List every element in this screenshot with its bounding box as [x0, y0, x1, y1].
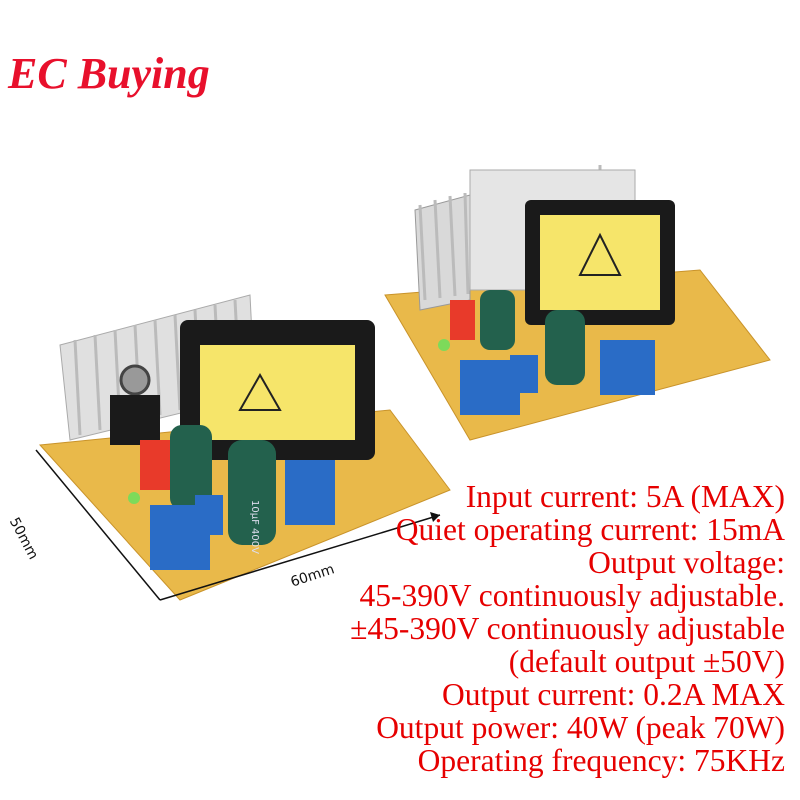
spec-line: ±45-390V continuously adjustable — [350, 611, 785, 646]
spec-line: (default output ±50V) — [508, 644, 785, 679]
specifications: Input current: 5A (MAX) Quiet operating … — [225, 480, 785, 777]
spec-line: Output power: 40W (peak 70W) — [376, 710, 785, 745]
spec-line: Output voltage: — [588, 545, 785, 580]
capacitor-label: 10µF 400V — [249, 500, 260, 554]
board-front: 10µF 400V — [38, 294, 451, 601]
spec-line: Operating frequency: 75KHz — [417, 743, 785, 778]
board-back — [384, 165, 771, 441]
spec-line: Output current: 0.2A MAX — [442, 677, 785, 712]
dimension-line-50mm — [35, 449, 161, 601]
dimension-line-60mm — [159, 514, 441, 601]
spec-line: Quiet operating current: 15mA — [395, 512, 785, 547]
spec-line: 45-390V continuously adjustable. — [359, 578, 786, 613]
spec-line: Input current: 5A (MAX) — [465, 479, 785, 514]
brand-logo: EC Buying — [8, 49, 210, 98]
